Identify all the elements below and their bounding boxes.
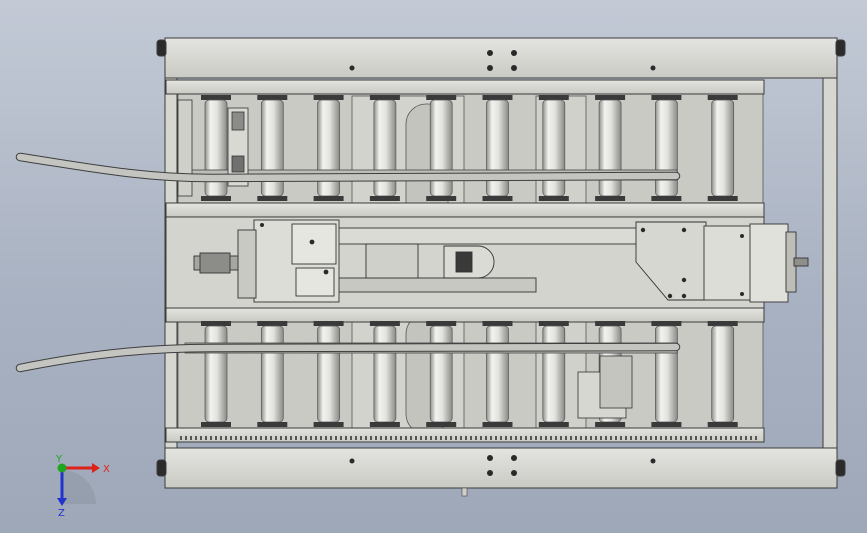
z-axis-head: [57, 498, 67, 506]
roller-bottom-4[interactable]: [369, 321, 400, 427]
orientation-triad[interactable]: X Y Z: [55, 454, 110, 519]
roller-top-4[interactable]: [369, 95, 400, 201]
horizontal-rails[interactable]: [165, 79, 765, 443]
gripper-block-right[interactable]: [635, 221, 707, 301]
roller-bottom-10[interactable]: [707, 321, 738, 427]
foot-top-left: [156, 39, 167, 57]
triad-shadow: [62, 470, 96, 504]
roller-top-7[interactable]: [538, 95, 569, 201]
linear-guide-bar[interactable]: [335, 227, 641, 245]
bottom-stud: [461, 487, 468, 497]
outer-frame[interactable]: [156, 37, 846, 489]
roller-top-8[interactable]: [595, 95, 626, 201]
lower-mid-rail[interactable]: [165, 307, 765, 323]
beam-bolts: [349, 50, 656, 476]
center-carriage[interactable]: [165, 216, 809, 309]
top-cross-beam[interactable]: [164, 37, 838, 79]
roller-top-9[interactable]: [651, 95, 682, 201]
upper-mid-rail[interactable]: [165, 202, 765, 218]
right-side-rail[interactable]: [822, 77, 838, 449]
carriage-bolts: [260, 223, 744, 299]
connector-block: [455, 251, 473, 273]
bottom-gear-rack: [180, 436, 757, 440]
x-axis-head: [92, 463, 100, 473]
x-axis-label: X: [103, 464, 110, 475]
top-rail[interactable]: [165, 79, 765, 95]
roller-top-5[interactable]: [426, 95, 457, 201]
roller-bottom-6[interactable]: [482, 321, 513, 427]
roller-top-2[interactable]: [257, 95, 288, 201]
roller-top-6[interactable]: [482, 95, 513, 201]
z-axis-label: Z: [58, 508, 65, 519]
foot-bottom-left: [156, 459, 167, 477]
right-lower-motor[interactable]: [577, 355, 633, 419]
roller-top-3[interactable]: [313, 95, 344, 201]
roller-bottom-2[interactable]: [257, 321, 288, 427]
foot-top-right: [835, 39, 846, 57]
roller-bottom-5[interactable]: [426, 321, 457, 427]
bottom-cross-beam[interactable]: [164, 447, 838, 489]
y-axis-label: Y: [55, 454, 63, 465]
roller-top-1[interactable]: [201, 95, 231, 201]
roller-bottom-7[interactable]: [538, 321, 569, 427]
left-drive-motor[interactable]: [177, 99, 249, 197]
roller-bottom-1[interactable]: [201, 321, 231, 427]
y-axis-dot-icon: [57, 463, 67, 473]
roller-top-10[interactable]: [707, 95, 738, 201]
roller-bottom-9[interactable]: [651, 321, 682, 427]
hydraulic-hoses[interactable]: [15, 152, 681, 373]
roller-bottom-3[interactable]: [313, 321, 344, 427]
foot-bottom-right: [835, 459, 846, 477]
